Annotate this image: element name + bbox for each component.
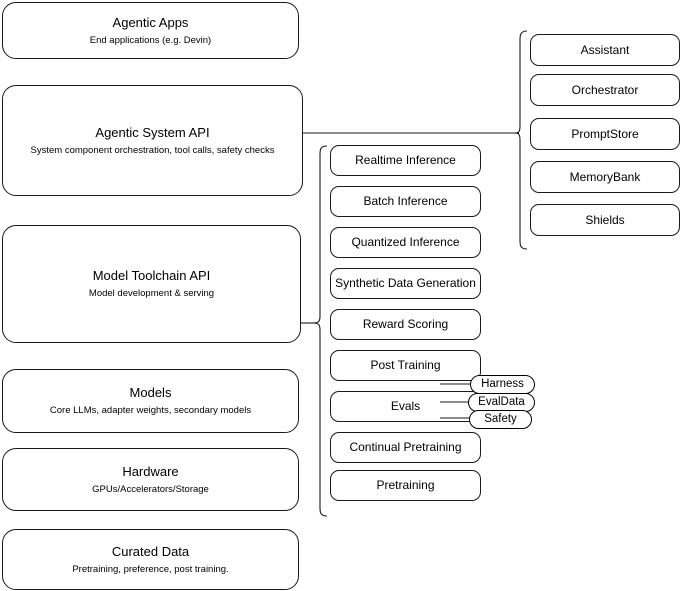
layer-models[interactable]: Models Core LLMs, adapter weights, secon… <box>2 369 299 433</box>
toolchain-item-realtime-inference[interactable]: Realtime Inference <box>330 145 481 176</box>
toolchain-item-label: Pretraining <box>376 478 435 492</box>
layer-title: Agentic System API <box>95 124 210 140</box>
toolchain-item-continual-pretraining[interactable]: Continual Pretraining <box>330 432 481 463</box>
toolchain-item-label: Realtime Inference <box>355 153 456 167</box>
layer-subtitle: End applications (e.g. Devin) <box>89 34 212 46</box>
layer-title: Models <box>129 385 172 400</box>
layer-title: Model Toolchain API <box>92 268 211 283</box>
layer-hardware[interactable]: Hardware GPUs/Accelerators/Storage <box>2 448 299 511</box>
toolchain-item-label: Post Training <box>370 358 441 372</box>
eval-badge-harness[interactable]: Harness <box>470 375 535 394</box>
agentic-item-orchestrator[interactable]: Orchestrator <box>530 74 680 106</box>
agentic-item-memorybank[interactable]: MemoryBank <box>530 161 680 193</box>
toolchain-item-pretraining[interactable]: Pretraining <box>330 470 481 501</box>
agentic-item-shields[interactable]: Shields <box>530 204 680 236</box>
toolchain-item-synthetic-data-generation[interactable]: Synthetic Data Generation <box>330 268 481 299</box>
layer-subtitle: Core LLMs, adapter weights, secondary mo… <box>49 405 252 416</box>
layer-curated-data[interactable]: Curated Data Pretraining, preference, po… <box>2 529 299 590</box>
layer-subtitle: GPUs/Accelerators/Storage <box>92 483 209 495</box>
toolchain-brace <box>312 145 328 517</box>
toolchain-item-label: Continual Pretraining <box>349 440 462 454</box>
toolchain-item-batch-inference[interactable]: Batch Inference <box>330 186 481 217</box>
layer-model-toolchain-api[interactable]: Model Toolchain API Model development & … <box>2 225 301 343</box>
eval-badge-label: Safety <box>484 413 517 425</box>
eval-badge-evaldata[interactable]: EvalData <box>468 393 535 412</box>
agentic-item-label: Shields <box>585 212 625 227</box>
layer-agentic-system-api[interactable]: Agentic System API System component orch… <box>2 85 303 196</box>
agentic-item-label: MemoryBank <box>569 169 641 184</box>
toolchain-item-evals[interactable]: Evals <box>330 391 481 422</box>
layer-title: Hardware <box>122 463 179 479</box>
layer-title: Curated Data <box>111 543 190 559</box>
eval-badge-label: EvalData <box>478 396 525 408</box>
toolchain-item-reward-scoring[interactable]: Reward Scoring <box>330 309 481 340</box>
layer-subtitle: System component orchestration, tool cal… <box>30 144 275 156</box>
eval-badge-safety[interactable]: Safety <box>469 410 532 429</box>
agentic-item-assistant[interactable]: Assistant <box>530 34 680 66</box>
toolchain-item-quantized-inference[interactable]: Quantized Inference <box>330 227 481 258</box>
eval-badge-label: Harness <box>481 378 524 390</box>
toolchain-item-label: Synthetic Data Generation <box>335 276 476 290</box>
toolchain-item-label: Quantized Inference <box>351 235 460 249</box>
agentic-item-label: Assistant <box>580 42 630 57</box>
layer-title: Agentic Apps <box>112 14 189 30</box>
agentic-item-label: Orchestrator <box>571 82 639 97</box>
layer-subtitle: Pretraining, preference, post training. <box>72 563 229 575</box>
toolchain-item-label: Reward Scoring <box>362 317 449 331</box>
layer-agentic-apps[interactable]: Agentic Apps End applications (e.g. Devi… <box>2 2 299 59</box>
layer-subtitle: Model development & serving <box>88 288 215 299</box>
agentic-brace <box>514 30 528 250</box>
toolchain-item-label: Evals <box>390 399 421 413</box>
agentic-item-label: PromptStore <box>571 126 639 141</box>
toolchain-item-label: Batch Inference <box>363 194 448 208</box>
agentic-item-promptstore[interactable]: PromptStore <box>530 118 680 150</box>
toolchain-item-post-training[interactable]: Post Training <box>330 350 481 381</box>
